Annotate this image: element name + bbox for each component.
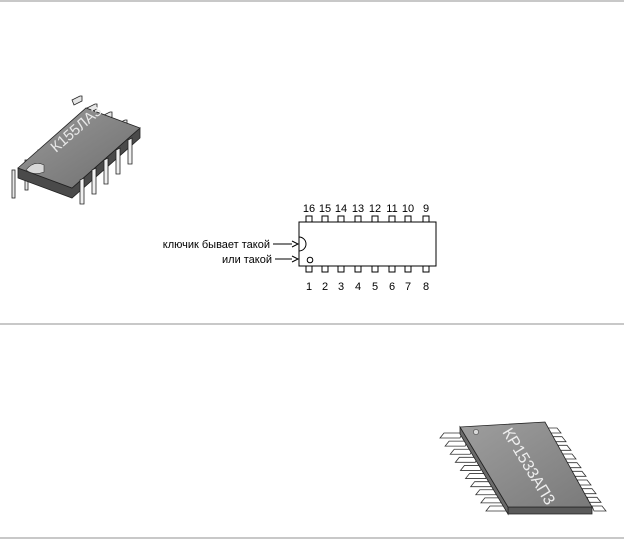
bottom-pin-3 xyxy=(337,265,345,273)
bottom-pin-6 xyxy=(388,265,396,273)
top-pin-16 xyxy=(305,215,313,223)
key-dot xyxy=(306,256,314,264)
top-pin-13 xyxy=(354,215,362,223)
soic-chip-illustration: КР1533АП3 xyxy=(439,421,607,516)
top-pin-number: 13 xyxy=(352,203,364,215)
top-pin-15 xyxy=(321,215,329,223)
arrow-notch-head xyxy=(291,240,300,248)
soic-lead xyxy=(444,440,468,447)
top-divider xyxy=(0,0,624,2)
top-pin-number: 15 xyxy=(319,203,331,215)
top-pin-number: 11 xyxy=(386,203,397,215)
top-pin-number: 12 xyxy=(369,203,381,215)
bottom-pin-7 xyxy=(404,265,412,273)
soic-lead xyxy=(591,505,607,512)
bottom-pin-number: 8 xyxy=(423,281,429,293)
top-pin-14 xyxy=(337,215,345,223)
top-pin-number: 10 xyxy=(402,203,414,215)
bottom-pin-number: 6 xyxy=(389,281,395,293)
bottom-pin-number: 7 xyxy=(405,281,411,293)
bottom-divider xyxy=(0,537,624,539)
top-pin-12 xyxy=(371,215,379,223)
bottom-pin-4 xyxy=(354,265,362,273)
soic-lead xyxy=(459,465,484,471)
key-label-notch: ключик бывает такой xyxy=(163,239,270,251)
bottom-pin-8 xyxy=(422,265,430,273)
key-label-dot: или такой xyxy=(222,254,272,266)
bottom-pin-number: 1 xyxy=(306,281,312,293)
top-pin-11 xyxy=(388,215,396,223)
dip-chip-illustration: К155ЛА3 xyxy=(11,95,141,205)
bottom-pin-number: 2 xyxy=(322,281,328,293)
bottom-pin-2 xyxy=(321,265,329,273)
top-pin-10 xyxy=(404,215,412,223)
bottom-pin-number: 5 xyxy=(372,281,378,293)
top-pin-number: 16 xyxy=(303,203,315,215)
soic-key-dot xyxy=(473,429,479,435)
soic-lead xyxy=(439,432,463,439)
ic-body xyxy=(298,221,437,267)
key-notch xyxy=(298,236,307,252)
soic-lead xyxy=(454,456,478,463)
section-divider xyxy=(0,323,624,325)
soic-lead xyxy=(449,448,473,455)
arrow-dot-head xyxy=(291,255,300,263)
top-pin-9 xyxy=(422,215,430,223)
bottom-pin-1 xyxy=(305,265,313,273)
bottom-pin-5 xyxy=(371,265,379,273)
bottom-pin-number: 3 xyxy=(338,281,344,293)
bottom-pin-number: 4 xyxy=(355,281,361,293)
top-pin-number: 9 xyxy=(423,203,429,215)
top-pin-number: 14 xyxy=(335,203,347,215)
